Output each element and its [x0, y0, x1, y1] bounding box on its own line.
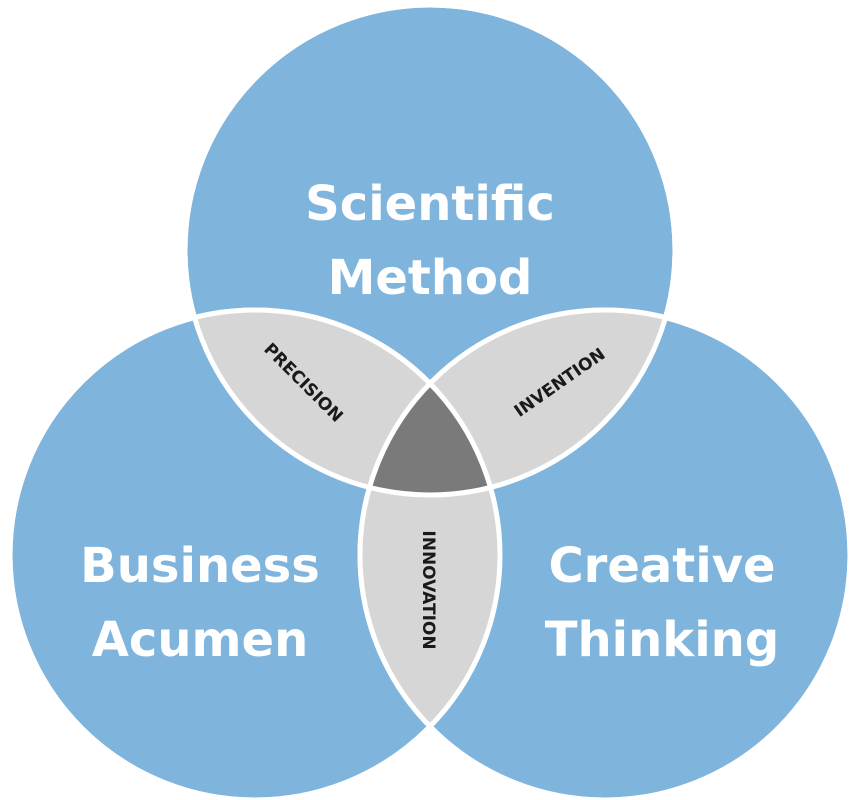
outline-left — [7, 307, 503, 800]
label-business-line2: Acumen — [92, 612, 309, 668]
overlap-invention — [360, 310, 675, 495]
outline-right — [357, 307, 853, 800]
label-creative-line1: Creative — [548, 538, 775, 594]
label-scientific-line2: Method — [328, 250, 533, 306]
label-innovation: INNOVATION — [418, 530, 438, 649]
label-scientific-line1: Scientific — [305, 176, 555, 232]
outline-top — [182, 2, 678, 498]
overlap-precision — [185, 310, 500, 495]
label-business-line1: Business — [80, 538, 320, 594]
label-creative-line2: Thinking — [545, 612, 779, 668]
